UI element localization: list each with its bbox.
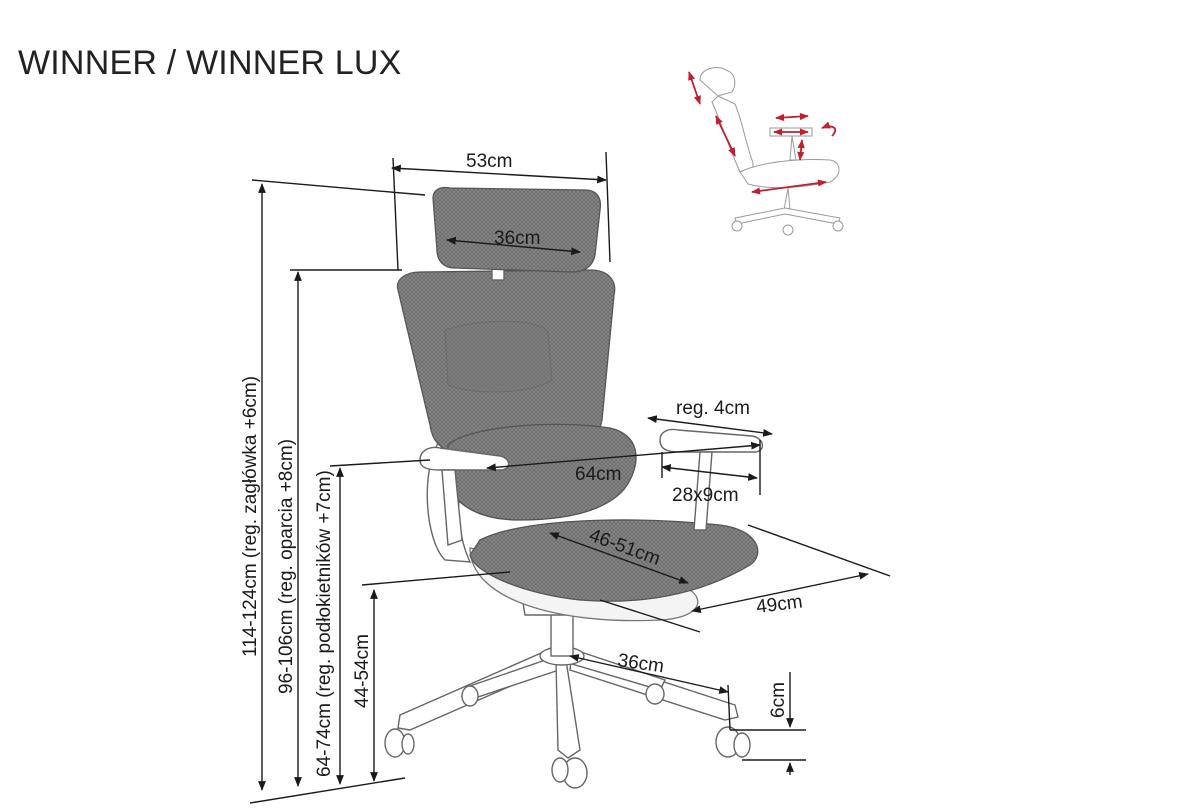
label-height-total: 114-124cm (reg. zagłówka +6cm) bbox=[240, 376, 261, 657]
label-height-seat: 44-54cm bbox=[352, 634, 373, 708]
dimension-lines bbox=[249, 151, 891, 804]
label-height-armrest: 64-74cm (reg. podłokietników +7cm) bbox=[314, 470, 335, 777]
label-headrest-inner: 36cm bbox=[494, 228, 540, 249]
label-height-backrest: 96-106cm (reg. oparcia +8cm) bbox=[276, 439, 297, 694]
label-armpad-size: 28x9cm bbox=[672, 485, 739, 506]
label-wheel-height: 6cm bbox=[768, 682, 789, 718]
chair-base bbox=[384, 646, 751, 789]
label-arm-span: 64cm bbox=[575, 464, 621, 485]
page-title: WINNER / WINNER LUX bbox=[18, 44, 402, 82]
label-armrest-reg: reg. 4cm bbox=[676, 398, 750, 419]
chair-adjustments-icon bbox=[688, 67, 844, 236]
label-headrest-width: 53cm bbox=[466, 151, 512, 172]
right-armrest bbox=[659, 428, 763, 531]
label-seat-width: 49cm bbox=[755, 591, 804, 618]
backrest bbox=[396, 269, 637, 563]
